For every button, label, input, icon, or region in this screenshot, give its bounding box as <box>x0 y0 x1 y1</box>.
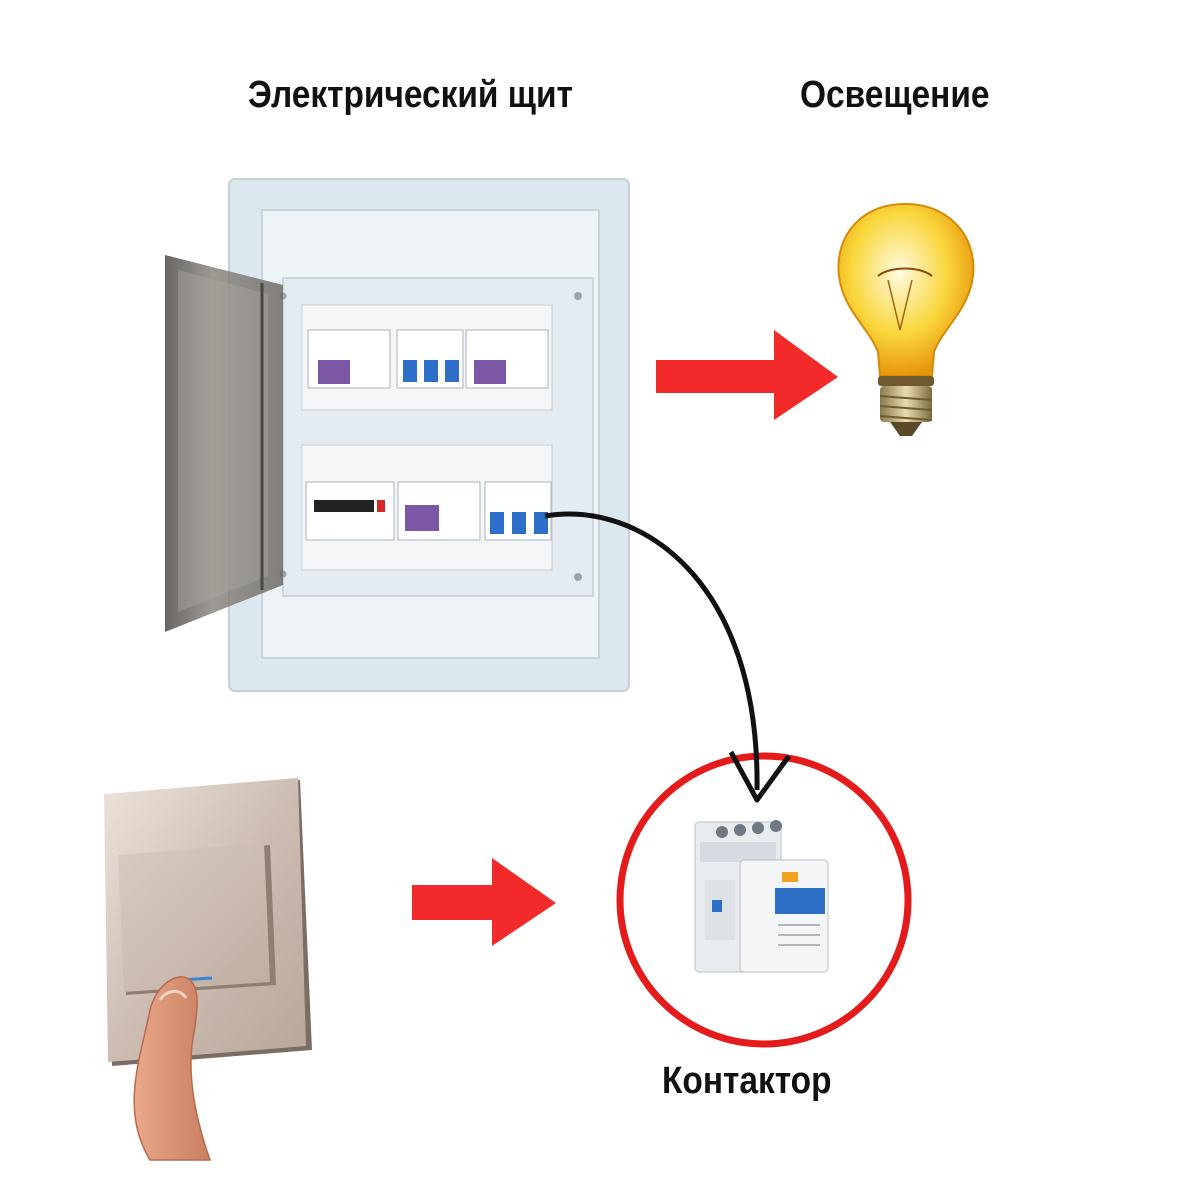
arrow-to-lighting-icon <box>656 330 838 420</box>
light-bulb-icon <box>838 204 973 436</box>
contactor-icon <box>695 820 828 972</box>
wall-switch-icon <box>104 778 312 1160</box>
arrow-to-contactor-icon <box>412 858 556 946</box>
electrical-panel-icon <box>165 179 629 691</box>
